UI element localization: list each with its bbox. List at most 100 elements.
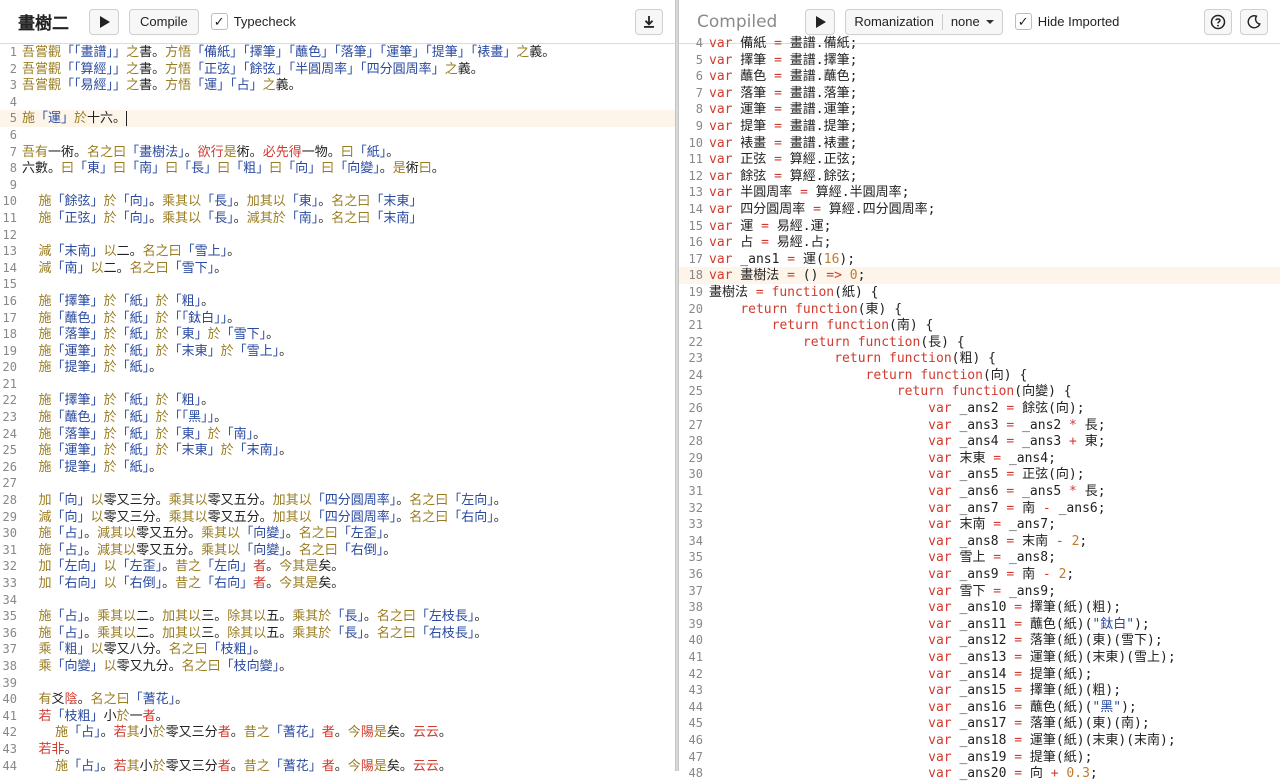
code-line[interactable]: 6 bbox=[0, 127, 675, 144]
code-line[interactable]: 41 var _ans13 = 運筆(紙)(末東)(雪上); bbox=[679, 649, 1280, 666]
code-line[interactable]: 10 施「餘弦」於「向」。乘其以「長」。加其以「東」。名之曰「末東」 bbox=[0, 193, 675, 210]
code-line[interactable]: 28 var _ans4 = _ans3 + 東; bbox=[679, 433, 1280, 450]
code-line[interactable]: 34 var _ans8 = 末南 - 2; bbox=[679, 533, 1280, 550]
hide-imported-checkbox[interactable]: ✓ bbox=[1014, 13, 1032, 30]
typecheck-toggle[interactable]: ✓ Typecheck bbox=[210, 13, 296, 30]
code-line[interactable]: 45 var _ans17 = 落筆(紙)(東)(南); bbox=[679, 715, 1280, 732]
code-line[interactable]: 36 施「占」。乘其以二。加其以三。除其以五。乘其於「長」。名之曰「右枝長」。 bbox=[0, 625, 675, 642]
code-line[interactable]: 15 bbox=[0, 276, 675, 293]
code-line[interactable]: 34 bbox=[0, 592, 675, 609]
code-line[interactable]: 11 施「正弦」於「向」。乘其以「長」。減其於「南」。名之曰「末南」 bbox=[0, 210, 675, 227]
code-line[interactable]: 42 施「占」。若其小於零又三分者。昔之「蓍花」者。今陽是矣。云云。 bbox=[0, 724, 675, 741]
code-line[interactable]: 29 var 末東 = _ans4; bbox=[679, 450, 1280, 467]
code-line[interactable]: 26 var _ans2 = 餘弦(向); bbox=[679, 400, 1280, 417]
code-line[interactable]: 27 bbox=[0, 475, 675, 492]
compile-button[interactable]: Compile bbox=[129, 8, 199, 35]
code-line[interactable]: 19 施「運筆」於「紙」於「末東」於「雪上」。 bbox=[0, 343, 675, 360]
code-line[interactable]: 41 若「枝粗」小於一者。 bbox=[0, 708, 675, 725]
code-line[interactable]: 31 var _ans6 = _ans5 * 長; bbox=[679, 483, 1280, 500]
code-line[interactable]: 24 return function(向) { bbox=[679, 367, 1280, 384]
code-line[interactable]: 21 return function(南) { bbox=[679, 317, 1280, 334]
code-line[interactable]: 22 施「擇筆」於「紙」於「粗」。 bbox=[0, 392, 675, 409]
code-line[interactable]: 16 施「擇筆」於「紙」於「粗」。 bbox=[0, 293, 675, 310]
code-line[interactable]: 40 var _ans12 = 落筆(紙)(東)(雪下); bbox=[679, 632, 1280, 649]
code-line[interactable]: 30 施「占」。減其以零又五分。乘其以「向變」。名之曰「左歪」。 bbox=[0, 525, 675, 542]
code-line[interactable]: 25 施「運筆」於「紙」於「末東」於「末南」。 bbox=[0, 442, 675, 459]
code-line[interactable]: 28 加「向」以零又三分。乘其以零又五分。加其以「四分圓周率」。名之曰「左向」。 bbox=[0, 492, 675, 509]
theme-toggle-button[interactable] bbox=[1240, 9, 1268, 35]
code-line[interactable]: 39 bbox=[0, 675, 675, 692]
code-line[interactable]: 23 return function(粗) { bbox=[679, 350, 1280, 367]
run-button[interactable] bbox=[89, 8, 119, 35]
code-line[interactable]: 25 return function(向變) { bbox=[679, 383, 1280, 400]
code-line[interactable]: 24 施「落筆」於「紙」於「東」於「南」。 bbox=[0, 426, 675, 443]
code-line[interactable]: 4 bbox=[0, 94, 675, 111]
hide-imported-toggle[interactable]: ✓ Hide Imported bbox=[1014, 13, 1119, 30]
code-line[interactable]: 38 乘「向變」以零又九分。名之曰「枝向變」。 bbox=[0, 658, 675, 675]
file-title[interactable]: 畫樹二 bbox=[18, 14, 69, 34]
code-line[interactable]: 35 施「占」。乘其以二。加其以三。除其以五。乘其於「長」。名之曰「左枝長」。 bbox=[0, 608, 675, 625]
code-line[interactable]: 35 var 雪上 = _ans8; bbox=[679, 549, 1280, 566]
code-line[interactable]: 20 施「提筆」於「紙」。 bbox=[0, 359, 675, 376]
code-line[interactable]: 9 bbox=[0, 177, 675, 194]
code-line[interactable]: 32 var _ans7 = 南 - _ans6; bbox=[679, 500, 1280, 517]
code-line[interactable]: 27 var _ans3 = _ans2 * 長; bbox=[679, 417, 1280, 434]
code-line[interactable]: 32 加「左向」以「左歪」。昔之「左向」者。今其是矣。 bbox=[0, 558, 675, 575]
code-line[interactable]: 22 return function(長) { bbox=[679, 334, 1280, 351]
pane-splitter[interactable] bbox=[675, 0, 679, 771]
code-line[interactable]: 46 var _ans18 = 運筆(紙)(末東)(末南); bbox=[679, 732, 1280, 749]
code-line[interactable]: 14 減「南」以二。名之曰「雪下」。 bbox=[0, 260, 675, 277]
code-line[interactable]: 47 var _ans19 = 提筆(紙); bbox=[679, 749, 1280, 766]
code-line[interactable]: 26 施「提筆」於「紙」。 bbox=[0, 459, 675, 476]
code-line[interactable]: 43 var _ans15 = 擇筆(紙)(粗); bbox=[679, 682, 1280, 699]
code-line[interactable]: 48 var _ans20 = 向 + 0.3; bbox=[679, 765, 1280, 782]
code-line[interactable]: 12 bbox=[0, 227, 675, 244]
code-line[interactable]: 40 有爻陰。名之曰「蓍花」。 bbox=[0, 691, 675, 708]
code-line[interactable]: 37 var 雪下 = _ans9; bbox=[679, 583, 1280, 600]
code-line[interactable]: 17 施「蘸色」於「紙」於「「鈦白」」。 bbox=[0, 310, 675, 327]
code-line[interactable]: 39 var _ans11 = 蘸色(紙)("鈦白"); bbox=[679, 616, 1280, 633]
code-line[interactable]: 44 施「占」。若其小於零又三分者。昔之「蓍花」者。今陽是矣。云云。 bbox=[0, 758, 675, 775]
code-line[interactable]: 18 施「落筆」於「紙」於「東」於「雪下」。 bbox=[0, 326, 675, 343]
code-line[interactable]: 33 加「右向」以「右倒」。昔之「右向」者。今其是矣。 bbox=[0, 575, 675, 592]
code-line[interactable]: 36 var _ans9 = 南 - 2; bbox=[679, 566, 1280, 583]
code-line[interactable]: 38 var _ans10 = 擇筆(紙)(粗); bbox=[679, 599, 1280, 616]
run-compiled-button[interactable] bbox=[805, 8, 836, 35]
code-line[interactable]: 20 return function(東) { bbox=[679, 301, 1280, 318]
code-line[interactable]: 43 若非。 bbox=[0, 741, 675, 758]
code-line[interactable]: 29 減「向」以零又三分。乘其以零又五分。加其以「四分圓周率」。名之曰「右向」。 bbox=[0, 509, 675, 526]
code-line[interactable]: 21 bbox=[0, 376, 675, 393]
code-line[interactable]: 42 var _ans14 = 提筆(紙); bbox=[679, 666, 1280, 683]
help-button[interactable] bbox=[1204, 9, 1232, 35]
code-line[interactable]: 23 施「蘸色」於「紙」於「「黑」」。 bbox=[0, 409, 675, 426]
typecheck-checkbox[interactable]: ✓ bbox=[210, 13, 228, 30]
download-button[interactable] bbox=[635, 9, 663, 35]
code-line[interactable]: 31 施「占」。減其以零又五分。乘其以「向變」。名之曰「右倒」。 bbox=[0, 542, 675, 559]
romanization-select[interactable]: Romanization none bbox=[845, 8, 1003, 35]
code-line[interactable]: 44 var _ans16 = 蘸色(紙)("黑"); bbox=[679, 699, 1280, 716]
